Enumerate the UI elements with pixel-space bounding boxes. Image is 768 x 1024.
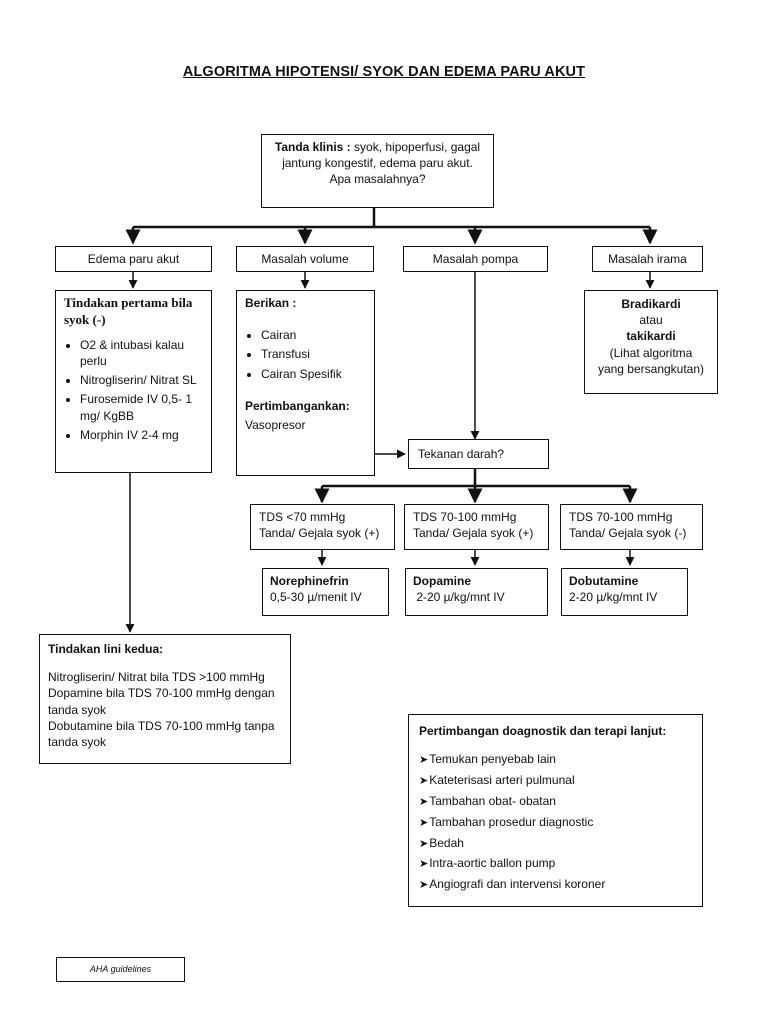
clinical-signs-question: Apa masalahnya?: [329, 172, 426, 187]
rhythm-box: Bradikardi atau takikardi (Lihat algorit…: [584, 290, 718, 394]
list-item: ➤Tambahan obat- obatan: [419, 793, 556, 808]
tds-box-2: TDS 70-100 mmHg Tanda/ Gejala syok (+): [404, 504, 549, 550]
list-item: ➤Temukan penyebab lain: [419, 752, 556, 767]
blood-pressure-box: Tekanan darah?: [408, 439, 549, 469]
arrow-bullet-icon: ➤: [419, 816, 429, 829]
tds-3-range: TDS 70-100 mmHg: [569, 510, 673, 524]
drug-3-name: Dobutamine: [569, 574, 639, 588]
edema-first-action-list: O2 & intubasi kalau perlu Nitrogliserin/…: [64, 337, 203, 443]
source-footer: AHA guidelines: [56, 957, 185, 982]
clinical-signs-line2: jantung kongestif, edema paru akut.: [282, 156, 473, 171]
clinical-signs-text: syok, hipoperfusi, gagal: [350, 140, 481, 154]
edema-first-action-heading: Tindakan pertama bila syok (-): [64, 295, 193, 327]
drug-1-dose: 0,5-30 µ/menit IV: [270, 590, 362, 605]
rhythm-brady: Bradikardi: [621, 297, 681, 311]
category-pompa: Masalah pompa: [403, 246, 548, 272]
second-line-item-3: Dobutamine bila TDS 70-100 mmHg tanpa ta…: [48, 718, 275, 749]
second-line-heading: Tindakan lini kedua:: [48, 642, 164, 656]
category-irama-label: Masalah irama: [608, 252, 687, 266]
drug-3-dose: 2-20 µ/kg/mnt IV: [569, 590, 658, 605]
list-item: Cairan Spesifik: [261, 366, 366, 382]
tds-box-3: TDS 70-100 mmHg Tanda/ Gejala syok (-): [560, 504, 703, 550]
list-item: ➤Bedah: [419, 835, 464, 850]
volume-give-list: Cairan Transfusi Cairan Spesifik: [245, 327, 366, 382]
list-item: ➤Kateterisasi arteri pulmunal: [419, 773, 575, 788]
arrow-bullet-icon: ➤: [419, 879, 429, 892]
tds-1-signs: Tanda/ Gejala syok (+): [259, 526, 380, 541]
second-line-item-2: Dopamine bila TDS 70-100 mmHg dengan tan…: [48, 686, 275, 717]
rhythm-note-1: (Lihat algoritma: [609, 345, 693, 360]
page-title: ALGORITMA HIPOTENSI/ SYOK DAN EDEMA PARU…: [182, 64, 586, 80]
arrow-bullet-icon: ➤: [419, 754, 429, 767]
rhythm-or: atau: [639, 313, 663, 328]
edema-first-action-box: Tindakan pertama bila syok (-) O2 & intu…: [55, 290, 212, 473]
tds-box-1: TDS <70 mmHg Tanda/ Gejala syok (+): [250, 504, 395, 550]
arrow-bullet-icon: ➤: [419, 858, 429, 871]
list-item: Morphin IV 2-4 mg: [80, 427, 203, 443]
second-line-box: Tindakan lini kedua: Nitrogliserin/ Nitr…: [39, 634, 291, 764]
list-item: ➤Angiografi dan intervensi koroner: [419, 877, 606, 892]
tds-2-signs: Tanda/ Gejala syok (+): [413, 526, 534, 541]
volume-give-heading: Berikan :: [245, 296, 297, 310]
volume-action-box: Berikan : Cairan Transfusi Cairan Spesif…: [236, 290, 375, 476]
category-pompa-label: Masalah pompa: [432, 252, 519, 266]
rhythm-tachy: takikardi: [626, 329, 676, 344]
tds-3-signs: Tanda/ Gejala syok (-): [569, 526, 687, 541]
blood-pressure-question: Tekanan darah?: [418, 447, 505, 461]
rhythm-note-2: yang bersangkutan): [597, 361, 705, 376]
clinical-signs-box: Tanda klinis : syok, hipoperfusi, gagal …: [261, 134, 494, 208]
drug-box-norephinefrin: Norephinefrin 0,5-30 µ/menit IV: [262, 568, 389, 616]
clinical-signs-label: Tanda klinis :: [274, 140, 351, 154]
category-edema: Edema paru akut: [55, 246, 212, 272]
drug-box-dobutamine: Dobutamine 2-20 µ/kg/mnt IV: [561, 568, 688, 616]
drug-2-dose: 2-20 µ/kg/mnt IV: [413, 590, 505, 605]
list-item: Cairan: [261, 327, 366, 343]
volume-consider-heading: Pertimbangankan:: [245, 398, 350, 413]
list-item: ➤Intra-aortic ballon pump: [419, 856, 556, 871]
list-item: Nitrogliserin/ Nitrat SL: [80, 372, 203, 388]
category-volume: Masalah volume: [236, 246, 374, 272]
list-item: ➤Tambahan prosedur diagnostic: [419, 814, 594, 829]
drug-1-name: Norephinefrin: [270, 574, 349, 588]
category-irama: Masalah irama: [592, 246, 703, 272]
diagnostic-list: ➤Temukan penyebab lain ➤Kateterisasi art…: [419, 751, 692, 893]
category-edema-label: Edema paru akut: [87, 252, 180, 266]
arrow-bullet-icon: ➤: [419, 795, 429, 808]
diagnostic-heading: Pertimbangan doagnostik dan terapi lanju…: [419, 724, 667, 738]
tds-2-range: TDS 70-100 mmHg: [413, 510, 517, 524]
drug-2-name: Dopamine: [413, 574, 472, 588]
drug-box-dopamine: Dopamine 2-20 µ/kg/mnt IV: [405, 568, 548, 616]
list-item: Transfusi: [261, 346, 366, 362]
category-volume-label: Masalah volume: [261, 252, 349, 266]
diagnostic-box: Pertimbangan doagnostik dan terapi lanju…: [408, 714, 703, 907]
list-item: Furosemide IV 0,5- 1 mg/ KgBB: [80, 391, 203, 423]
tds-1-range: TDS <70 mmHg: [259, 510, 346, 524]
list-item: O2 & intubasi kalau perlu: [80, 337, 203, 369]
volume-consider-value: Vasopresor: [245, 417, 306, 432]
arrow-bullet-icon: ➤: [419, 837, 429, 850]
arrow-bullet-icon: ➤: [419, 775, 429, 788]
second-line-item-1: Nitrogliserin/ Nitrat bila TDS >100 mmHg: [48, 670, 265, 685]
